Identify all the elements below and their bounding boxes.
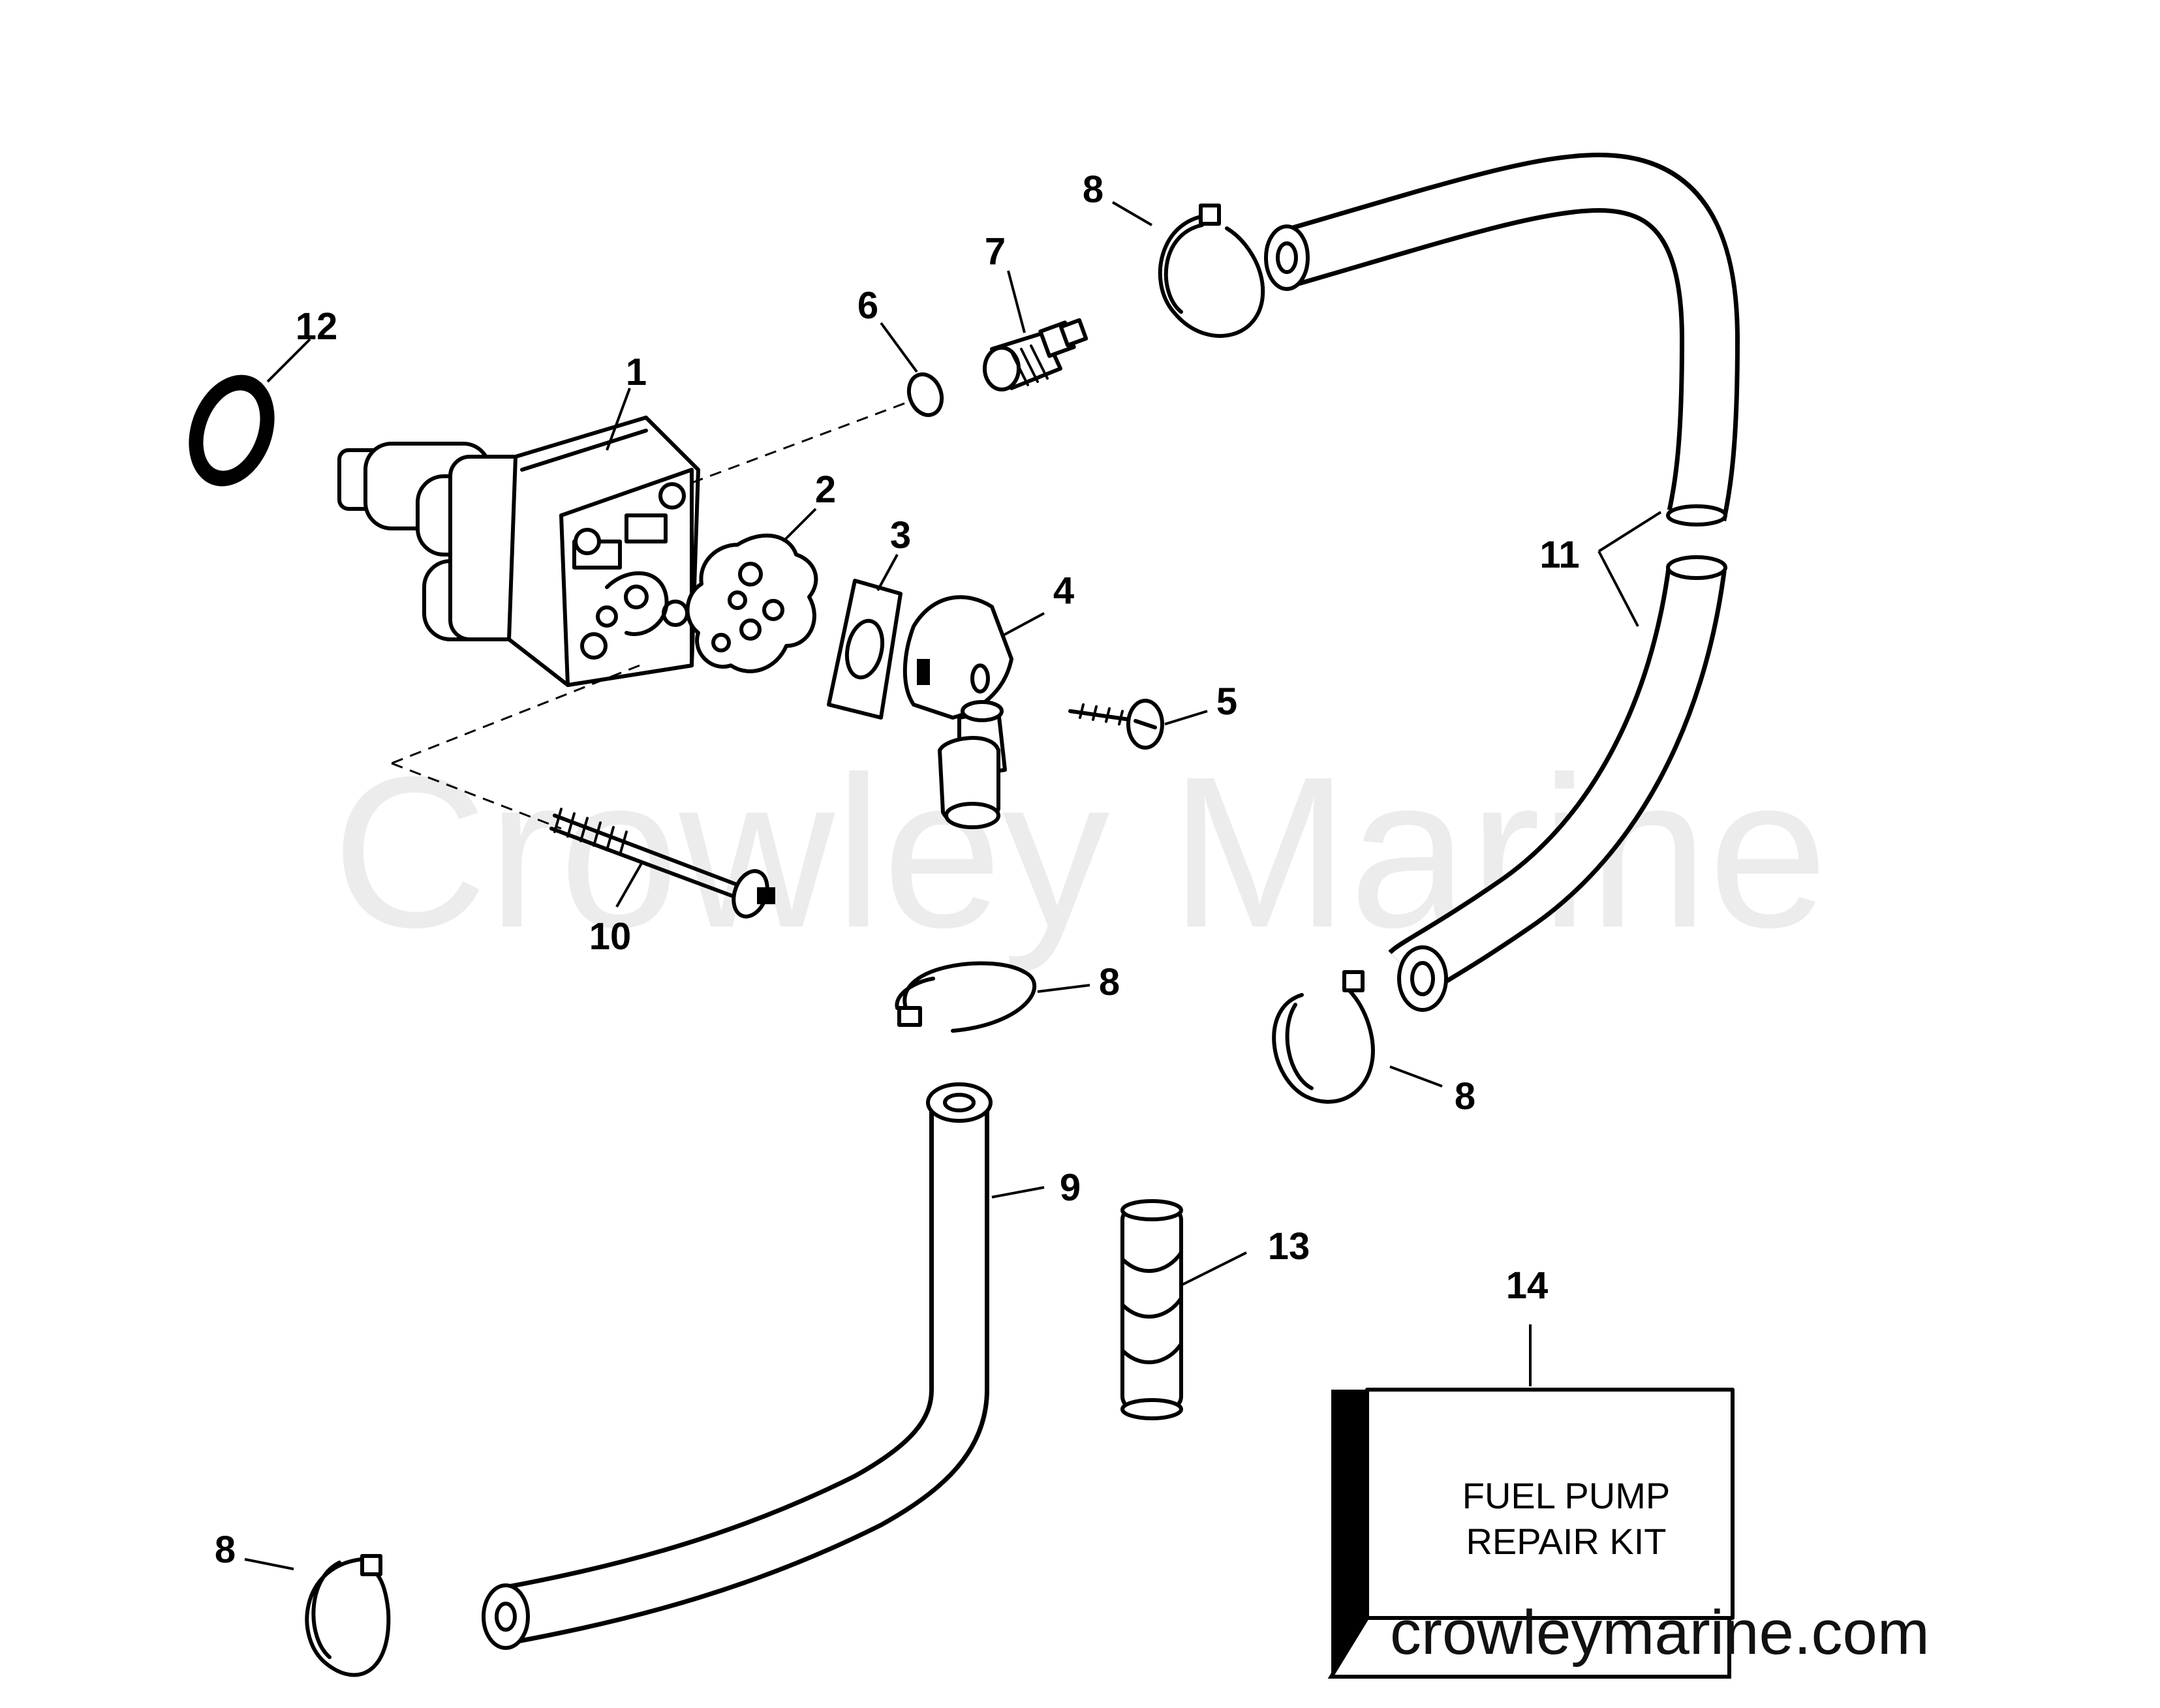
callout-8-bottom: 8 [215, 1529, 236, 1571]
callout-14: 14 [1506, 1264, 1549, 1307]
callout-10: 10 [589, 915, 632, 958]
fuel-pump-part-1 [337, 416, 700, 687]
callout-12: 12 [296, 305, 338, 348]
callout-8-top: 8 [1083, 168, 1103, 211]
small-o-ring-part-6 [906, 372, 944, 418]
hose-clamp-part-8-right [1272, 970, 1375, 1104]
spring-guard-part-13 [1120, 1199, 1183, 1420]
alignment-dashed-lines [391, 400, 911, 830]
callout-1: 1 [626, 351, 647, 393]
callout-2: 2 [815, 468, 836, 511]
leader-lines [244, 201, 1662, 1570]
fuel-hose-part-11-upper [1264, 153, 1740, 526]
callout-8-middle: 8 [1099, 961, 1120, 1003]
callout-9: 9 [1060, 1167, 1081, 1209]
hose-clamp-part-8-middle [895, 961, 1037, 1033]
kit-label-line-2: REPAIR KIT [1466, 1521, 1666, 1562]
fitting-part-7 [983, 318, 1088, 391]
screw-part-5 [1068, 699, 1164, 750]
bolt-part-10 [549, 808, 775, 919]
gasket-part-3 [827, 579, 903, 720]
website-url-text: crowleymarine.com [1390, 1598, 1930, 1668]
callout-8-right: 8 [1455, 1075, 1475, 1118]
kit-label-line-1: FUEL PUMP [1462, 1475, 1670, 1516]
callout-7: 7 [985, 230, 1006, 273]
callout-3: 3 [890, 514, 911, 557]
fuel-hose-part-9 [482, 1082, 993, 1650]
fuel-hose-part-11-lower [1388, 555, 1727, 1012]
callout-11: 11 [1539, 534, 1579, 576]
callout-4: 4 [1053, 570, 1074, 612]
o-ring-part-12 [189, 374, 275, 487]
hose-clamp-part-8-bottom [305, 1554, 391, 1677]
hose-clamp-part-8-top [1158, 204, 1265, 338]
callout-5: 5 [1216, 680, 1237, 723]
callout-13: 13 [1268, 1225, 1310, 1268]
repair-kit-box-part-14 [1327, 1388, 1735, 1679]
callout-6: 6 [857, 284, 878, 327]
pump-cover-part-4 [903, 595, 1013, 829]
diaphragm-part-2 [685, 533, 818, 673]
